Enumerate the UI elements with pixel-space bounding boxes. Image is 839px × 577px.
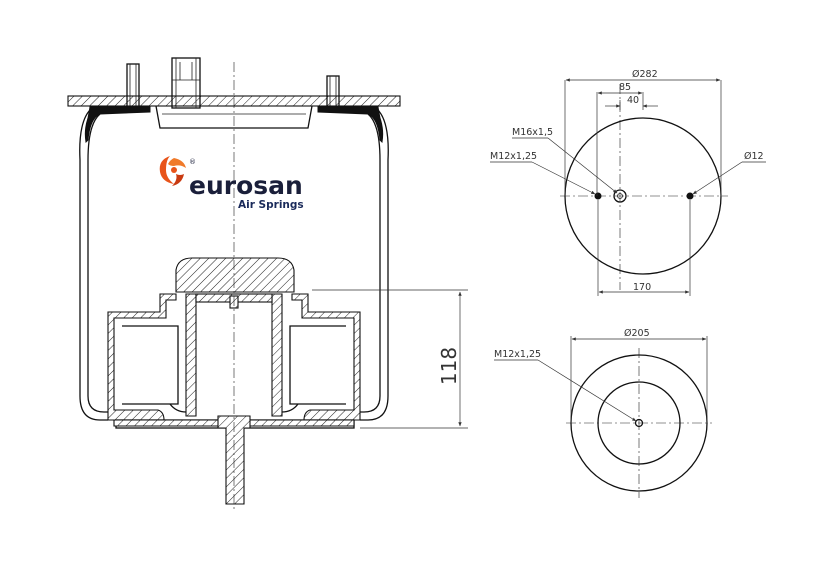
rubber-bellow-right	[317, 105, 384, 144]
bead-plate	[155, 105, 313, 129]
dim-170-label: 170	[633, 282, 651, 293]
bellow-wall-right	[360, 107, 389, 421]
brand-tagline: Air Springs	[238, 199, 304, 211]
air-inlet-fitting	[171, 57, 201, 109]
stud-hole-left	[594, 192, 602, 200]
brand-logo: ® eurosan Air Springs	[159, 156, 304, 211]
height-dim-label: 118	[437, 347, 461, 385]
registered-mark: ®	[189, 158, 196, 166]
piston-bumper	[175, 257, 295, 293]
side-section-view: 118	[67, 57, 468, 510]
dim-40-label: 40	[627, 95, 639, 106]
top-studs	[126, 57, 340, 109]
top-plan-view: Ø282 85 40 170 M16x1,5 M12x1,25 Ø12	[490, 69, 766, 296]
callout-m12-bottom-label: M12x1,25	[494, 349, 541, 360]
swirl-icon	[159, 156, 186, 186]
air-inlet-hole	[613, 189, 627, 203]
top-plate-circle	[564, 117, 722, 275]
rubber-bellow-left	[84, 105, 151, 144]
dim-85-label: 85	[619, 82, 631, 93]
bottom-diameter-label: Ø205	[624, 328, 650, 339]
callout-hole-label: Ø12	[744, 151, 764, 162]
bottom-plan-view: Ø205 M12x1,25	[494, 328, 712, 498]
height-dimension: 118	[312, 289, 468, 429]
callout-m12-top-label: M12x1,25	[490, 151, 537, 162]
bellow-wall-left	[79, 107, 108, 421]
callout-m16-label: M16x1,5	[512, 127, 553, 138]
top-diameter-label: Ø282	[632, 69, 658, 80]
stud-hole-right	[686, 192, 694, 200]
brand-name: eurosan	[189, 171, 303, 200]
